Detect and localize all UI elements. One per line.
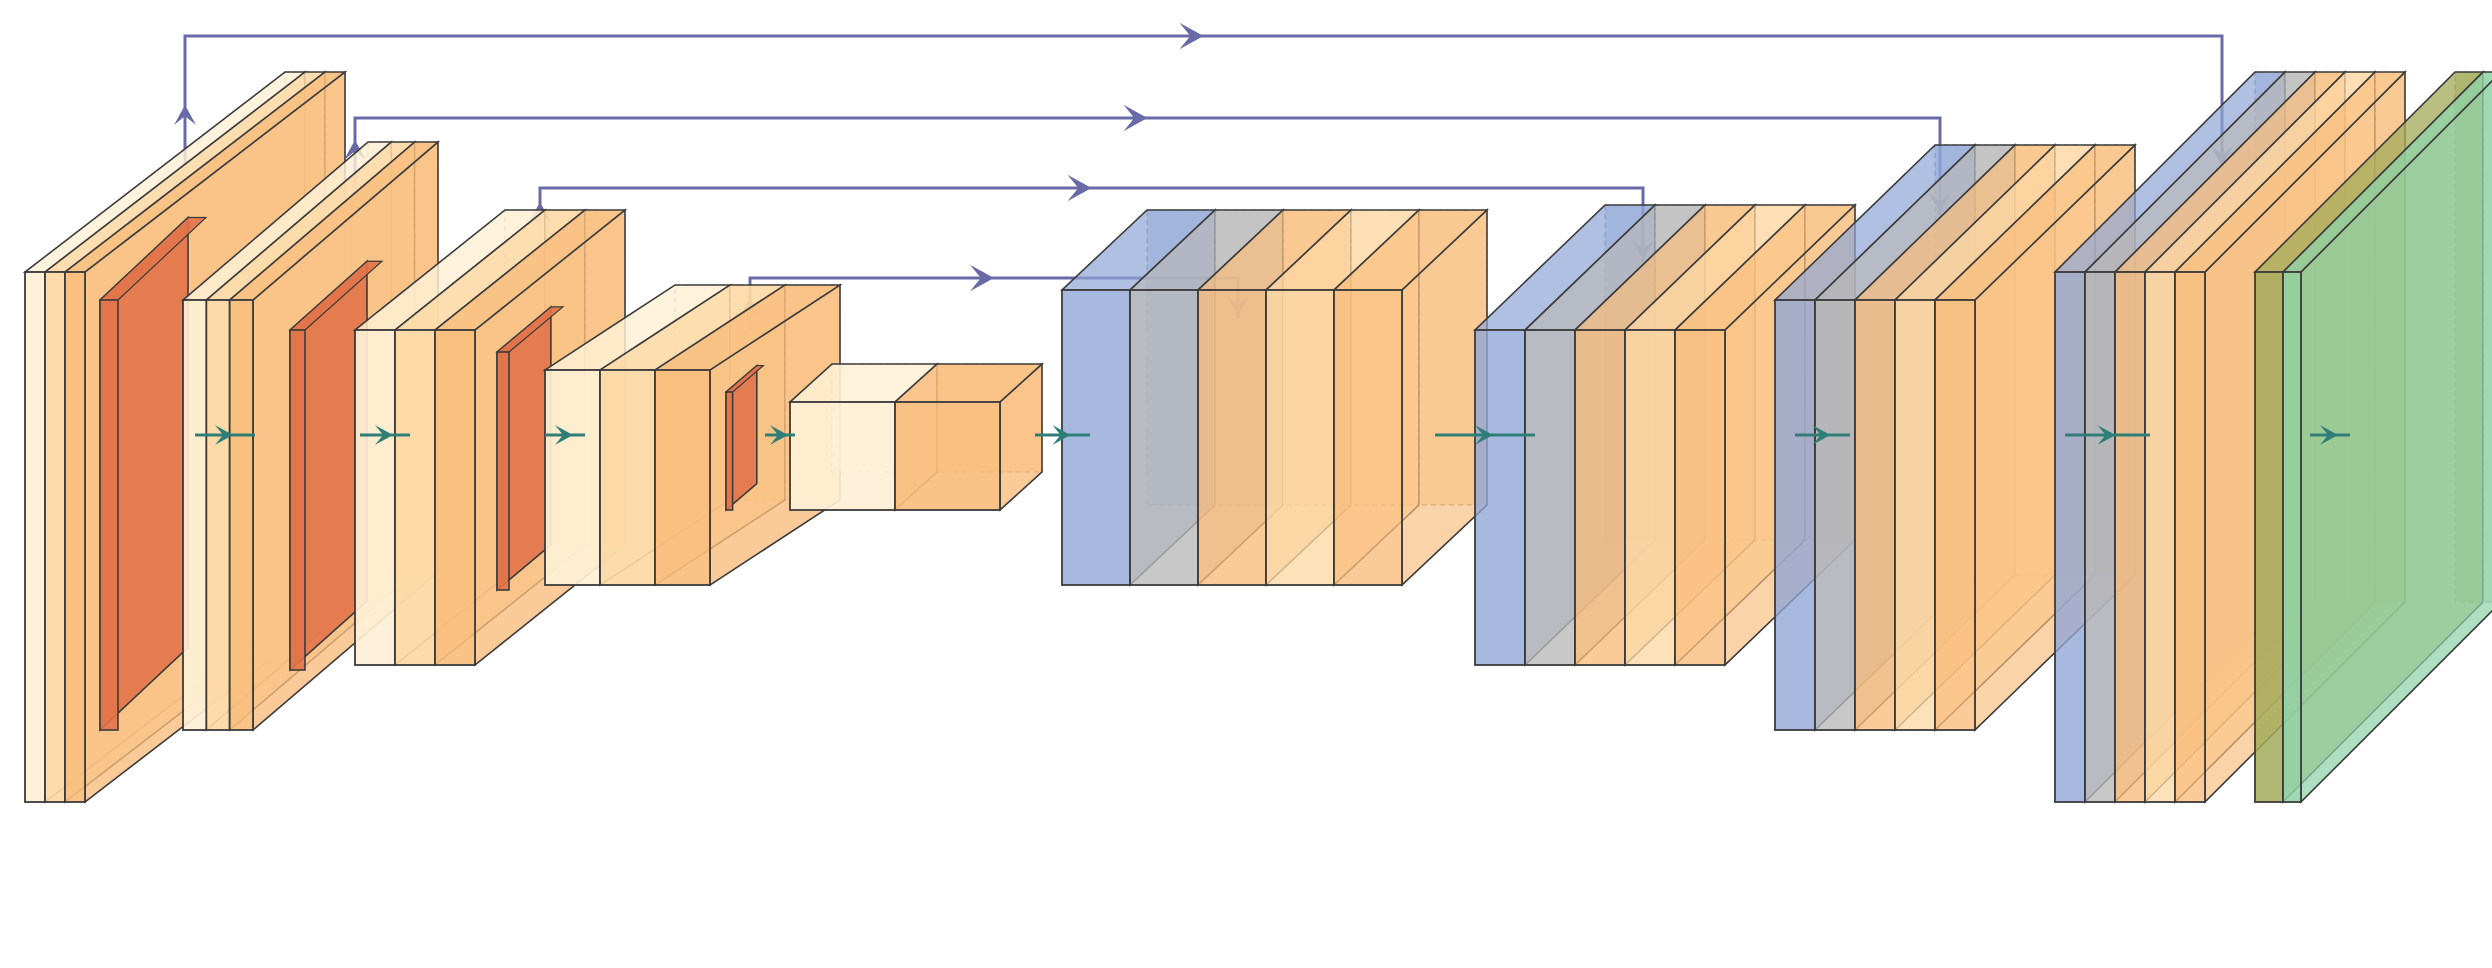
flow-arrow — [545, 425, 585, 445]
softmax-layer — [2281, 71, 2492, 804]
flow-arrow — [360, 425, 410, 445]
flow-arrow-head — [1052, 425, 1071, 445]
flow-arrow-head — [2320, 425, 2338, 445]
flow-arrow — [195, 425, 255, 445]
output-block — [2253, 70, 2492, 804]
pool-layer — [288, 259, 384, 672]
flow-arrow — [765, 425, 795, 445]
flow-arrow — [1035, 425, 1090, 445]
skip-arrow-mid — [1067, 174, 1092, 202]
flow-arrow-head — [1812, 425, 1831, 445]
flow-arrow-head — [215, 425, 233, 445]
skip-connection-2 — [344, 104, 1951, 215]
pool-layer — [495, 305, 565, 592]
flow-arrow — [2065, 425, 2150, 445]
flow-arrow — [1435, 425, 1535, 445]
skip-arrow-up — [174, 105, 196, 125]
flow-arrow-head — [770, 425, 788, 445]
encoder-block-5 — [787, 362, 1045, 512]
layer-blocks — [22, 70, 2492, 804]
skip-arrow-mid — [970, 264, 994, 292]
flow-arrow — [2310, 425, 2350, 445]
skip-arrow-mid — [1179, 22, 1204, 50]
flow-arrow-head — [555, 425, 573, 445]
flow-arrow-head — [1475, 425, 1493, 445]
flow-arrow-head — [375, 425, 393, 445]
flow-arrows — [195, 425, 2350, 445]
pool-layer — [98, 215, 208, 732]
conv-layer — [1331, 208, 1490, 587]
skip-connection-1 — [174, 22, 2233, 168]
pool-layer — [724, 363, 766, 512]
decoder-block-1 — [1059, 208, 1490, 587]
flow-arrow — [1795, 425, 1850, 445]
flow-arrow-head — [2097, 425, 2116, 445]
conv-layer — [892, 362, 1045, 512]
skip-arrow-mid — [1123, 104, 1148, 132]
